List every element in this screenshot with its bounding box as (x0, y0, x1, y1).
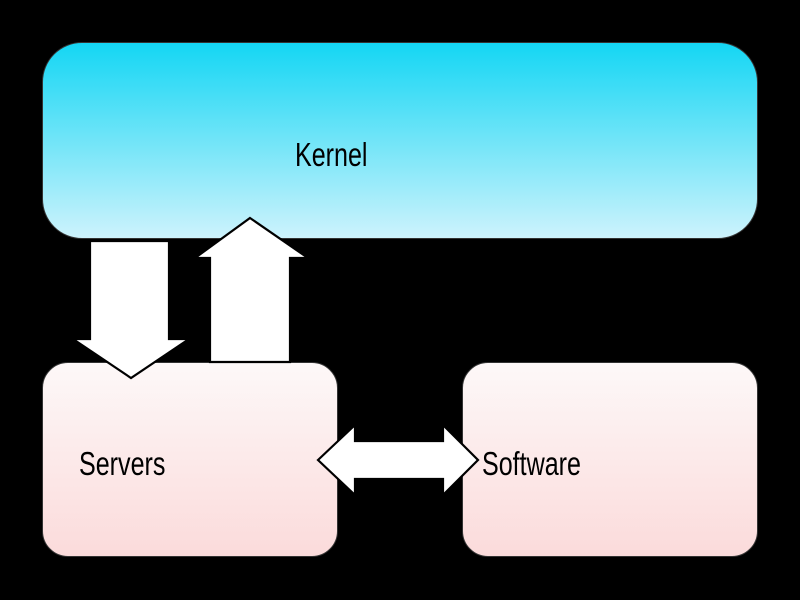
software-label: Software (482, 445, 581, 482)
up-arrow-icon (191, 216, 312, 364)
software-box (462, 362, 758, 557)
kernel-box (42, 42, 758, 239)
double-headed-arrow-icon (316, 422, 480, 498)
servers-box (42, 362, 338, 557)
servers-label: Servers (79, 445, 166, 482)
kernel-label: Kernel (295, 136, 368, 173)
down-arrow-icon (69, 239, 193, 380)
